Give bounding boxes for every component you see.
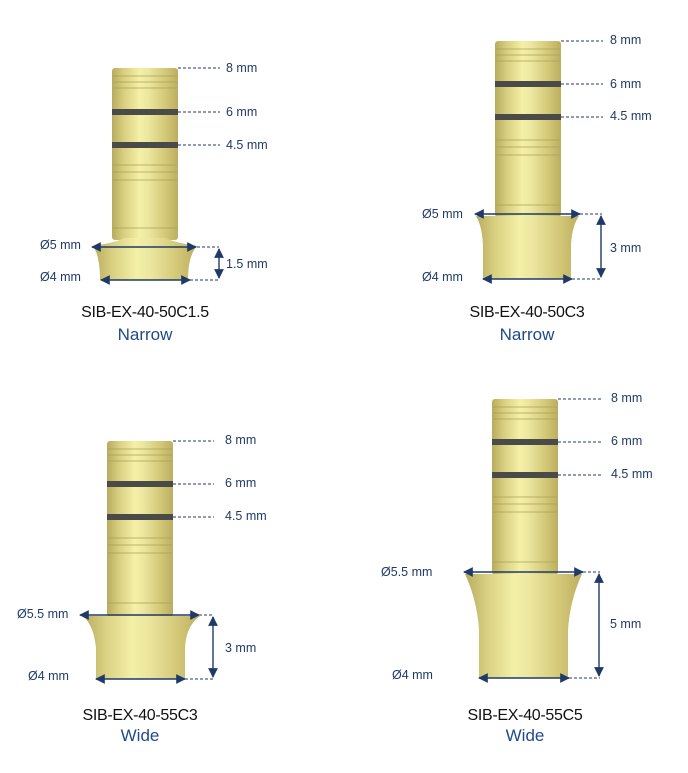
bottom-diameter-label: Ø4 mm [28,669,69,683]
top-diameter-label: Ø5 mm [40,238,81,252]
collar-height-label: 5 mm [610,617,642,631]
top-diameter-label: Ø5.5 mm [381,565,433,579]
mark-6mm: 6 mm [610,77,642,91]
mark-8mm: 8 mm [610,33,642,47]
top-diameter-label: Ø5.5 mm [17,607,69,621]
mark-4-5mm: 4.5 mm [226,138,268,152]
mark-4-5mm: 4.5 mm [610,109,652,123]
product-variant: Wide [505,726,545,745]
product-variant: Narrow [499,325,555,344]
mark-6mm: 6 mm [611,434,643,448]
mark-6mm: 6 mm [226,105,258,119]
mark-6mm: 6 mm [225,476,257,490]
collar-height-label: 3 mm [225,641,257,655]
bottom-diameter-label: Ø4 mm [422,270,463,284]
abutment-2 [476,41,579,279]
product-code: SIB-EX-40-55C5 [467,707,583,724]
bottom-diameter-label: Ø4 mm [392,668,433,682]
bottom-diameter-label: Ø4 mm [40,270,81,284]
product-code: SIB-EX-40-50C3 [469,304,585,321]
mark-4-5mm: 4.5 mm [611,467,653,481]
mark-8mm: 8 mm [226,61,258,75]
mark-8mm: 8 mm [225,433,257,447]
abutment-4 [465,399,582,678]
mark-4-5mm: 4.5 mm [225,509,267,523]
collar-height-label: 1.5 mm [226,257,268,271]
abutment-3 [83,441,200,679]
abutment-1 [93,68,197,280]
product-variant: Wide [120,726,160,745]
mark-8mm: 8 mm [611,391,643,405]
product-code: SIB-EX-40-55C3 [82,707,198,724]
collar-height-label: 3 mm [610,241,642,255]
top-diameter-label: Ø5 mm [422,207,463,221]
product-variant: Narrow [117,325,173,344]
product-code: SIB-EX-40-50C1.5 [81,304,209,321]
